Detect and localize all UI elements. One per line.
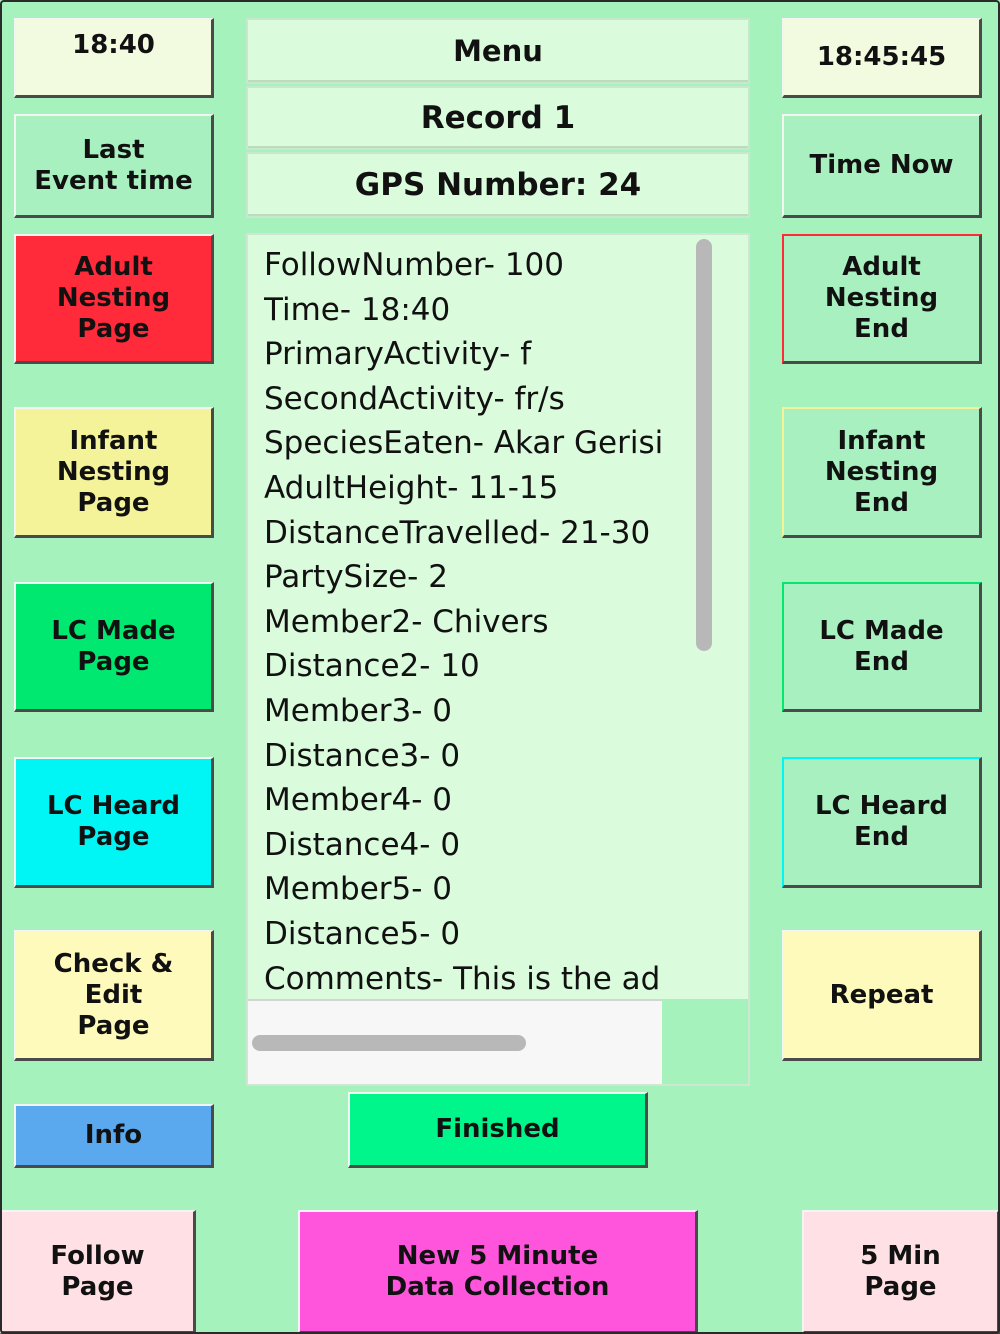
record-line-member5: Member5- 0 (264, 871, 452, 908)
last-event-time-display: 18:40 (14, 18, 214, 98)
current-time-display: 18:45:45 (782, 18, 982, 98)
infant-nesting-page-button[interactable]: Infant Nesting Page (14, 407, 214, 538)
finished-button[interactable]: Finished (348, 1092, 648, 1168)
record-line-second-activity: SecondActivity- fr/s (264, 380, 565, 417)
record-line-distance4: Distance4- 0 (264, 826, 461, 863)
record-details-panel[interactable]: FollowNumber- 100 Time- 18:40 PrimaryAct… (246, 233, 750, 1086)
record-details-list: FollowNumber- 100 Time- 18:40 PrimaryAct… (264, 243, 662, 1001)
record-line-distance3: Distance3- 0 (264, 737, 461, 774)
record-line-comments: Comments- This is the adult (264, 960, 662, 997)
record-line-distance2: Distance2- 10 (264, 648, 480, 685)
lc-heard-end-button[interactable]: LC Heard End (782, 757, 982, 888)
adult-nesting-page-button[interactable]: Adult Nesting Page (14, 234, 214, 364)
lc-heard-page-button[interactable]: LC Heard Page (14, 757, 214, 888)
adult-nesting-end-button[interactable]: Adult Nesting End (782, 234, 982, 364)
time-now-button[interactable]: Time Now (782, 114, 982, 218)
vertical-scrollbar-thumb[interactable] (696, 239, 712, 651)
record-line-member2: Member2- Chivers (264, 603, 549, 640)
lc-made-page-button[interactable]: LC Made Page (14, 582, 214, 712)
info-button[interactable]: Info (14, 1104, 214, 1168)
record-line-adult-height: AdultHeight- 11-15 (264, 469, 559, 506)
new-5-minute-data-collection-button[interactable]: New 5 Minute Data Collection (298, 1210, 698, 1334)
five-min-page-button[interactable]: 5 Min Page (802, 1210, 1000, 1334)
record-line-member3: Member3- 0 (264, 692, 452, 729)
follow-page-button[interactable]: Follow Page (0, 1210, 196, 1334)
record-line-time: Time- 18:40 (264, 291, 451, 328)
menu-title: Menu (246, 18, 750, 84)
record-line-member4: Member4- 0 (264, 782, 452, 819)
record-line-species-eaten: SpeciesEaten- Akar Gerisin (264, 425, 662, 462)
last-event-time-button[interactable]: Last Event time (14, 114, 214, 218)
gps-number: GPS Number: 24 (246, 152, 750, 218)
check-edit-page-button[interactable]: Check & Edit Page (14, 930, 214, 1061)
repeat-button[interactable]: Repeat (782, 930, 982, 1061)
infant-nesting-end-button[interactable]: Infant Nesting End (782, 407, 982, 538)
record-line-party-size: PartySize- 2 (264, 559, 448, 596)
record-line-primary-activity: PrimaryActivity- f (264, 336, 532, 373)
record-title: Record 1 (246, 86, 750, 150)
record-line-distance-travelled: DistanceTravelled- 21-30 (264, 514, 651, 551)
record-line-follow-number: FollowNumber- 100 (264, 247, 564, 283)
horizontal-scrollbar-thumb[interactable] (252, 1035, 526, 1051)
scroll-corner (662, 999, 748, 1084)
record-line-distance5: Distance5- 0 (264, 915, 461, 952)
lc-made-end-button[interactable]: LC Made End (782, 582, 982, 712)
